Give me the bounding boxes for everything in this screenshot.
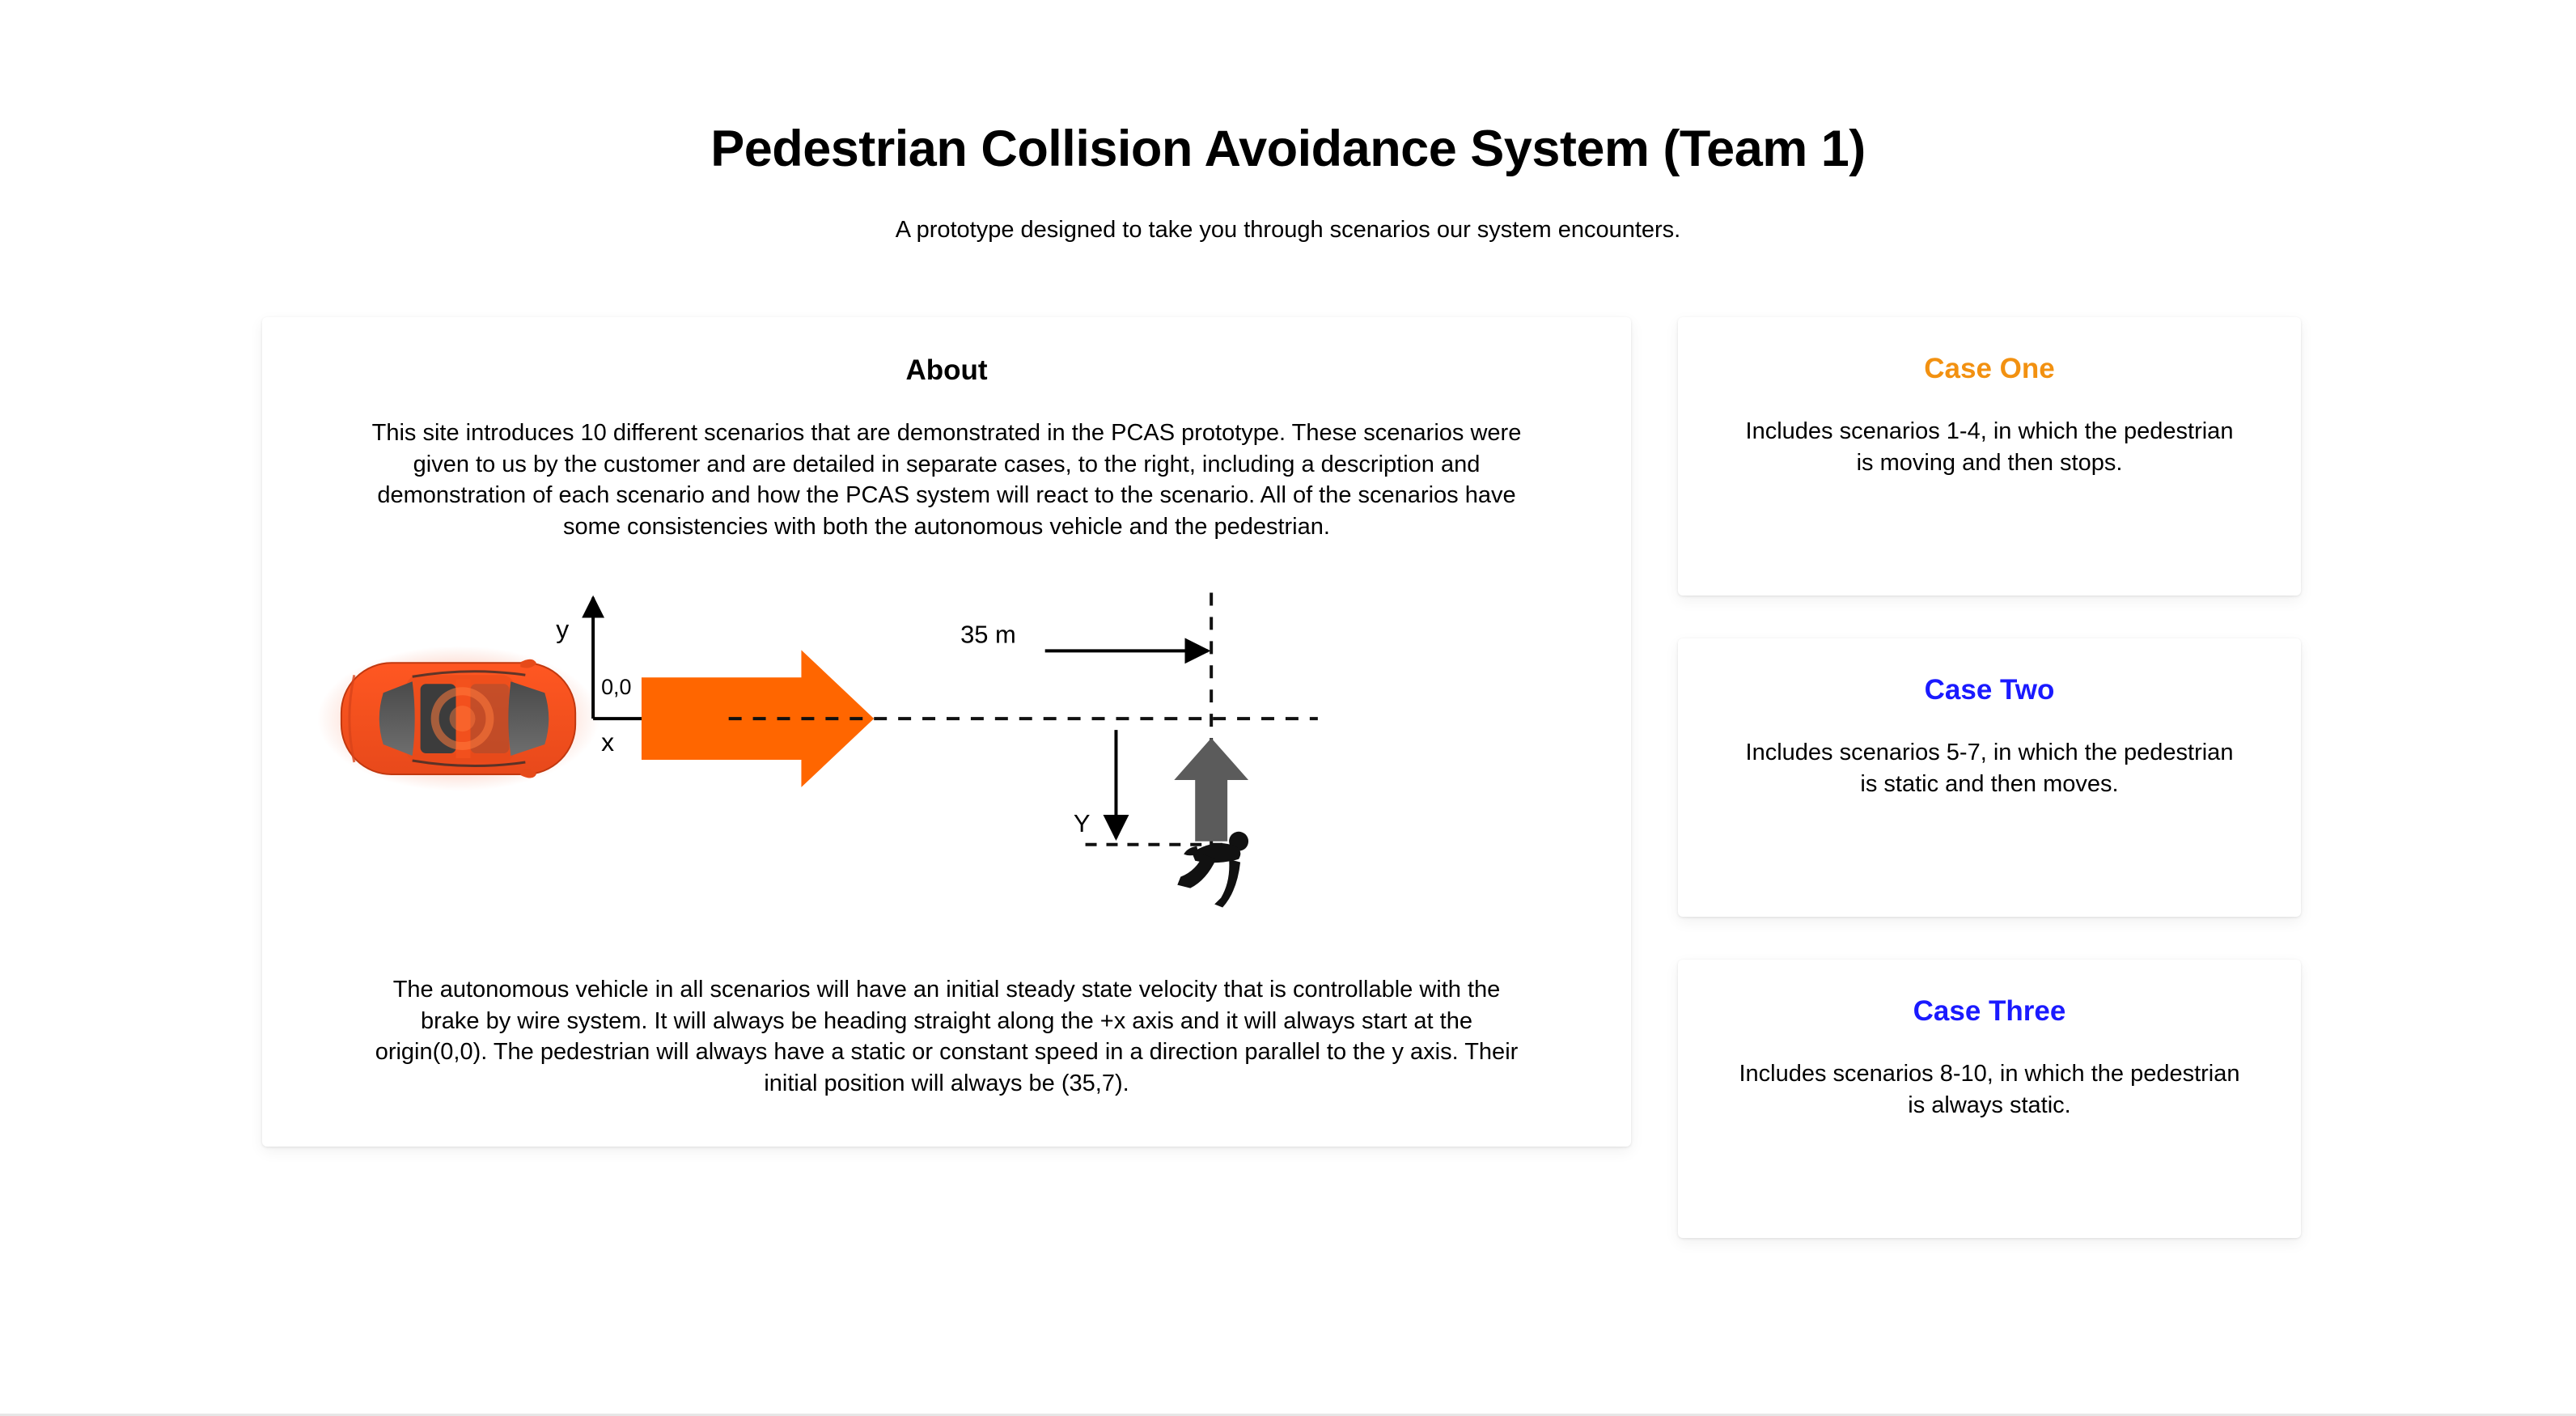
- case-card-one[interactable]: Case One Includes scenarios 1-4, in whic…: [1678, 317, 2301, 596]
- case-card-two[interactable]: Case Two Includes scenarios 5-7, in whic…: [1678, 638, 2301, 917]
- page-subtitle: A prototype designed to take you through…: [895, 217, 1681, 244]
- case-three-body: Includes scenarios 8-10, in which the pe…: [1739, 1061, 2240, 1118]
- distance-label: 35 m: [960, 621, 1016, 649]
- vehicle-icon: [316, 646, 600, 792]
- case-card-three[interactable]: Case Three Includes scenarios 8-10, in w…: [1678, 960, 2301, 1238]
- origin-label: 0,0: [601, 675, 631, 699]
- about-card: About This site introduces 10 different …: [262, 317, 1631, 1147]
- pedestrian-icon: [1177, 832, 1249, 908]
- offset-label: Y: [1074, 809, 1091, 837]
- case-one-body: Includes scenarios 1-4, in which the ped…: [1745, 418, 2234, 476]
- case-two-body: Includes scenarios 5-7, in which the ped…: [1745, 740, 2234, 797]
- case-two-title: Case Two: [1924, 674, 2055, 706]
- axis-label-y: y: [556, 615, 569, 644]
- scenario-diagram: y 0,0 x 35 m: [309, 571, 1584, 952]
- about-heading: About: [905, 354, 988, 386]
- axis-label-x: x: [601, 727, 614, 757]
- about-intro-paragraph: This site introduces 10 different scenar…: [371, 420, 1522, 540]
- case-one-title: Case One: [1924, 353, 2055, 384]
- main-content: About This site introduces 10 different …: [262, 317, 2301, 1238]
- scenario-diagram-svg: y 0,0 x 35 m: [316, 592, 1318, 908]
- pedestrian-motion-arrow: [1174, 738, 1249, 842]
- about-column: About This site introduces 10 different …: [262, 317, 1631, 1147]
- page-title: Pedestrian Collision Avoidance System (T…: [710, 121, 1866, 177]
- page-header: Pedestrian Collision Avoidance System (T…: [0, 0, 2576, 244]
- case-three-title: Case Three: [1913, 995, 2066, 1027]
- cases-column: Case One Includes scenarios 1-4, in whic…: [1678, 317, 2301, 1238]
- about-closing-paragraph: The autonomous vehicle in all scenarios …: [375, 977, 1519, 1096]
